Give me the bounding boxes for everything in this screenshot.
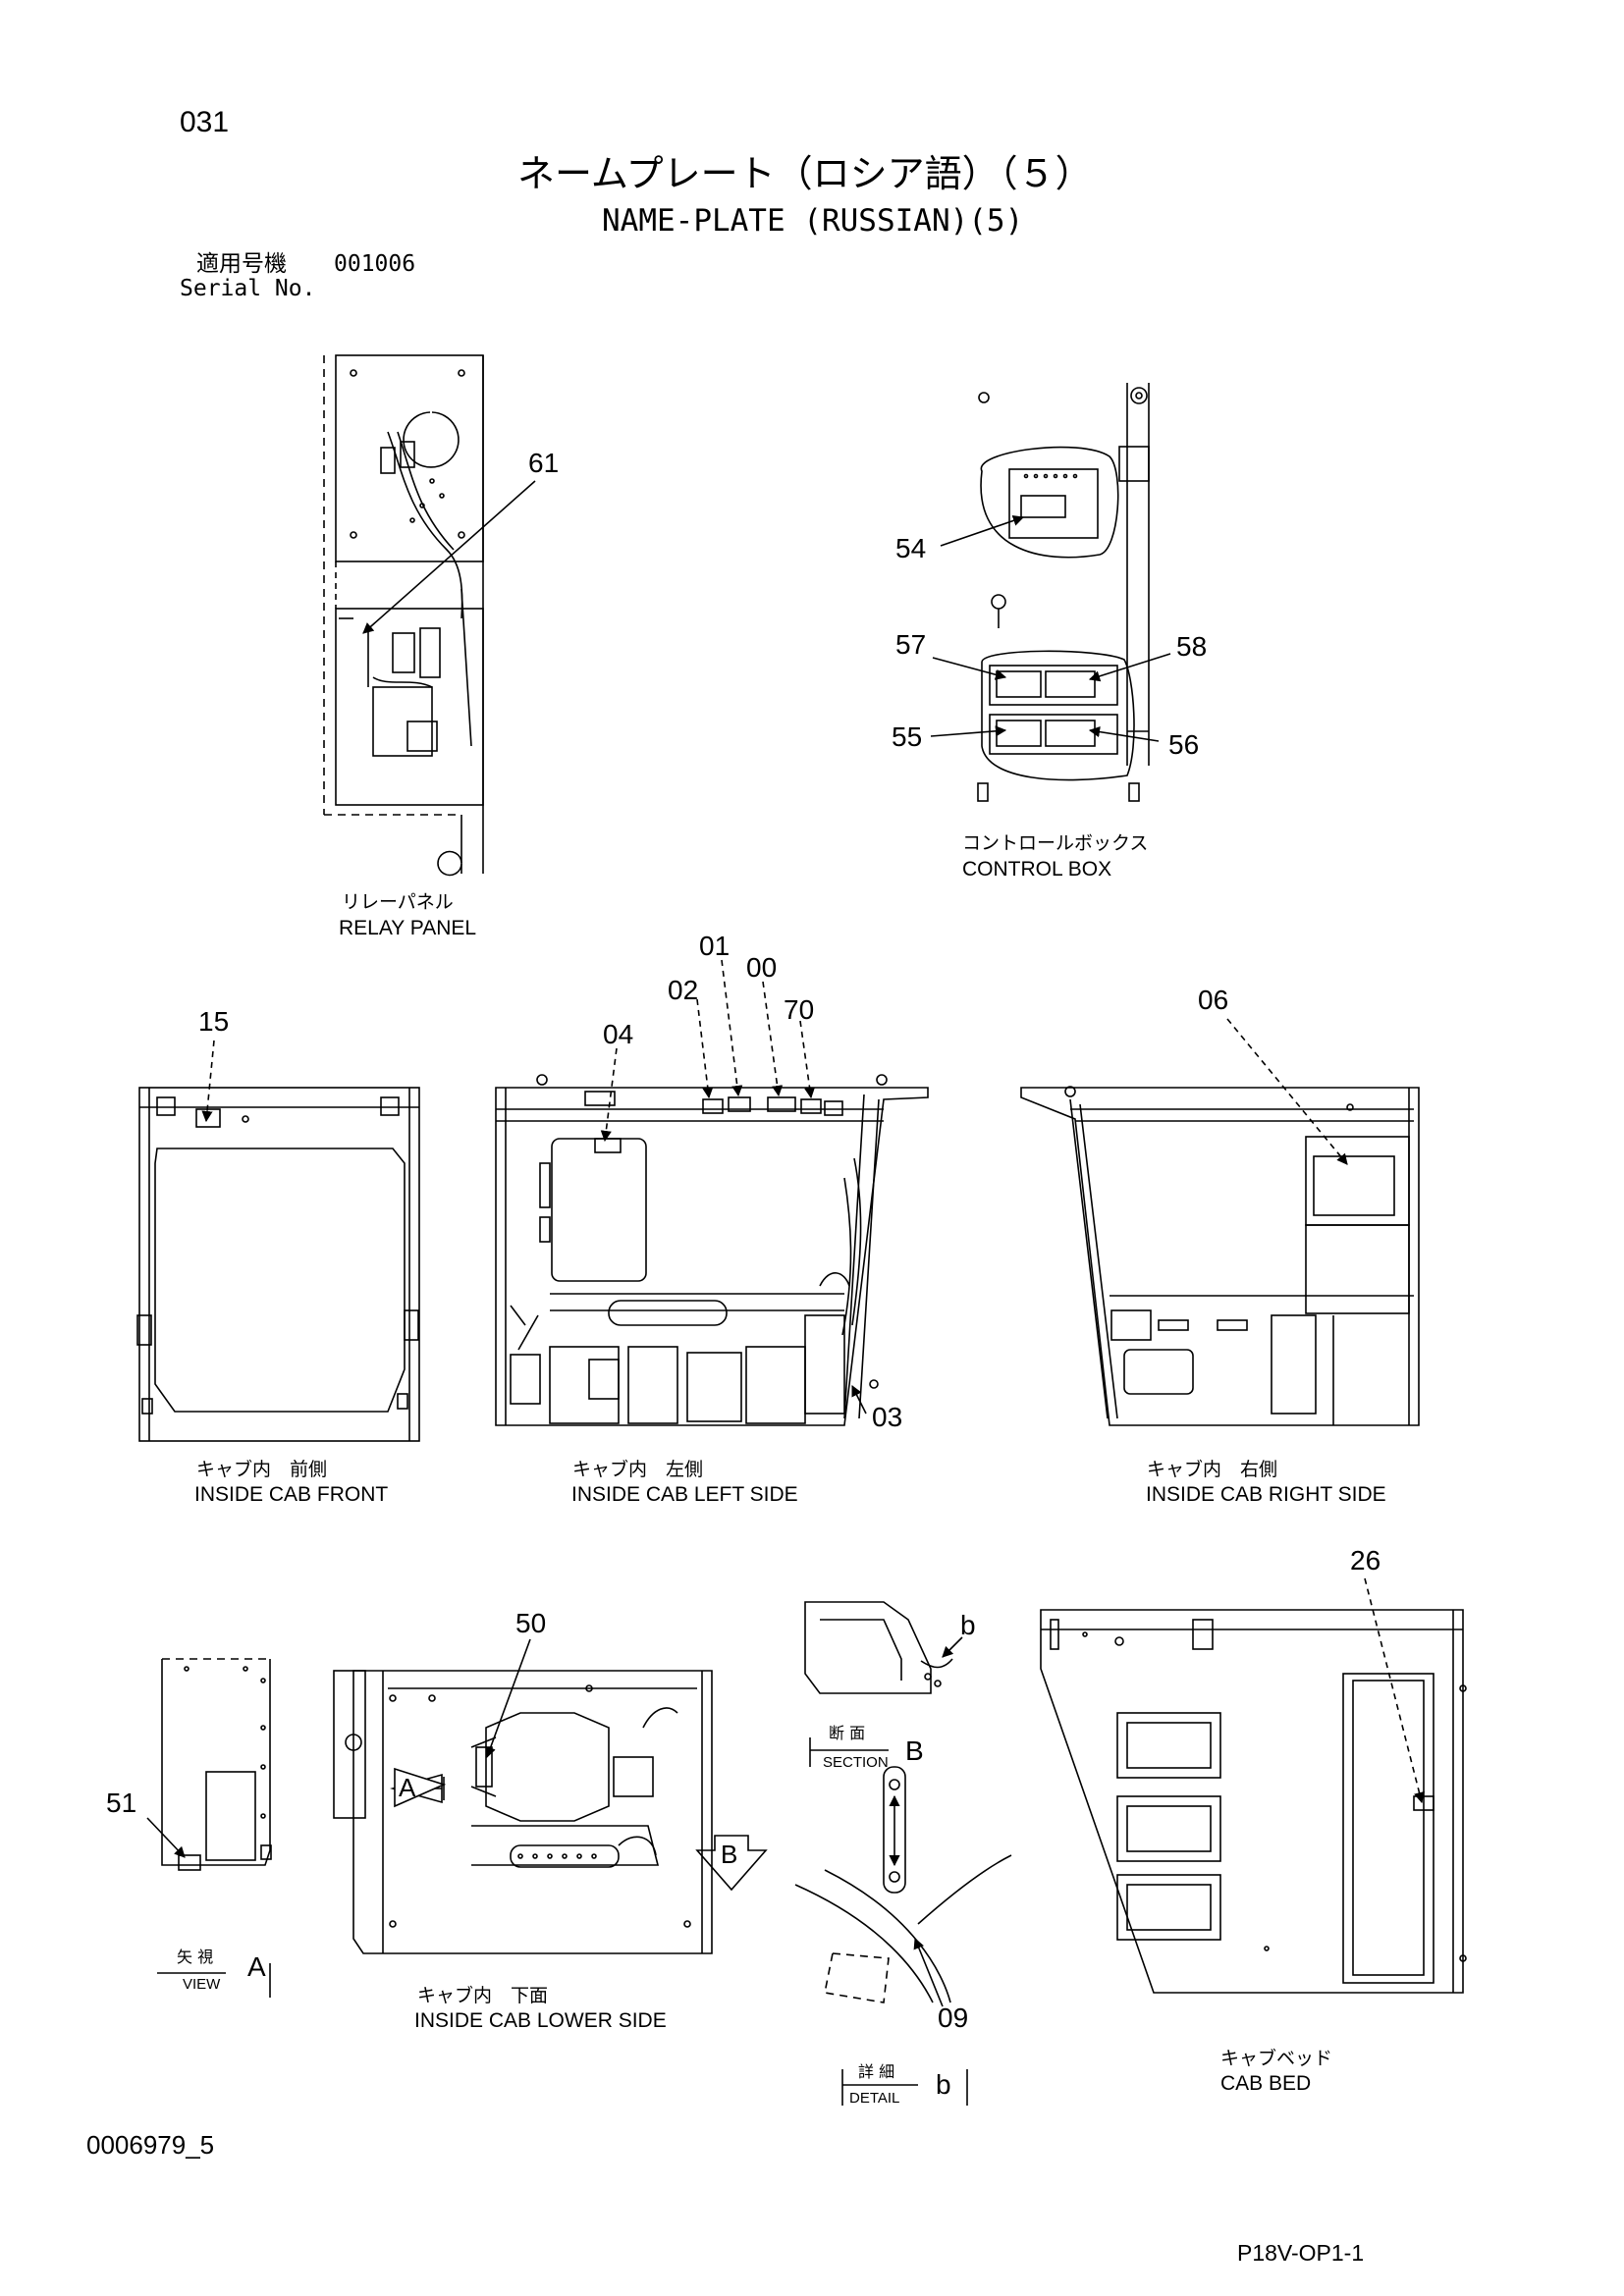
view-label-jp: 矢 視 (177, 1948, 214, 1966)
caption-cab-bed-en: CAB BED (1220, 2072, 1312, 2095)
callout-04: 04 (603, 1019, 634, 1049)
caption-cab-lower-jp: キャブ内 下面 (417, 1985, 549, 2006)
cab-bed-drawing (1040, 1609, 1467, 1994)
caption-cab-front-jp: キャブ内 前側 (196, 1459, 328, 1480)
callout-26: 26 (1350, 1545, 1381, 1575)
callout-09: 09 (938, 2002, 969, 2033)
caption-cab-right-en: INSIDE CAB RIGHT SIDE (1146, 1483, 1386, 1506)
view-label-en: VIEW (183, 1976, 221, 1993)
leader-70 (799, 1020, 816, 1099)
section-label-letter: B (905, 1735, 924, 1766)
view-a-drawing (161, 1658, 272, 1871)
cab-left-drawing (495, 1074, 929, 1426)
leader-15 (201, 1040, 215, 1123)
cab-lower-drawing (333, 1670, 713, 1954)
callout-03: 03 (872, 1402, 903, 1432)
callout-06: 06 (1198, 985, 1229, 1015)
callout-56: 56 (1168, 729, 1200, 760)
caption-control-box-en: CONTROL BOX (962, 858, 1112, 881)
callout-61: 61 (528, 448, 560, 478)
callout-00: 00 (746, 952, 778, 983)
serial-value: 001006 (334, 251, 416, 277)
detail-label-en: DETAIL (849, 2090, 900, 2107)
caption-relay-panel-jp: リレーパネル (342, 891, 454, 913)
serial-label-en: Serial No. (180, 276, 316, 301)
section-label-en: SECTION (823, 1754, 889, 1771)
caption-cab-front-en: INSIDE CAB FRONT (194, 1483, 389, 1506)
leader-56 (1088, 726, 1160, 742)
leader-26 (1364, 1577, 1425, 1804)
callout-15: 15 (198, 1006, 230, 1037)
detail-label-jp: 詳 細 (858, 2062, 895, 2081)
callout-50: 50 (515, 1608, 547, 1638)
callout-57: 57 (895, 629, 927, 660)
detail-b-drawing (794, 1766, 1012, 2003)
serial-label-jp: 適用号機 (196, 251, 287, 277)
leader-55 (930, 725, 1007, 737)
arrow-a-letter: A (399, 1773, 416, 1802)
leader-57 (932, 657, 1007, 680)
arrow-b-letter: B (721, 1840, 738, 1869)
leader-61 (362, 480, 536, 634)
cab-front-drawing (136, 1087, 420, 1442)
control-box-drawing (977, 383, 1150, 802)
caption-cab-bed-jp: キャブベッド (1220, 2048, 1333, 2069)
leader-06 (1226, 1018, 1348, 1165)
caption-cab-right-jp: キャブ内 右側 (1147, 1459, 1278, 1480)
leader-01 (721, 959, 743, 1097)
leader-04 (600, 1047, 618, 1143)
page-title-jp: ネームプレート（ロシア語）（５） (517, 152, 1093, 195)
caption-cab-left-en: INSIDE CAB LEFT SIDE (571, 1483, 798, 1506)
callout-55: 55 (892, 721, 923, 752)
leader-50 (485, 1638, 531, 1759)
caption-cab-left-jp: キャブ内 左側 (572, 1459, 704, 1480)
detail-label-letter: b (936, 2069, 951, 2100)
leader-51 (146, 1817, 186, 1858)
page-number: 031 (180, 106, 230, 138)
section-b-drawing (804, 1601, 953, 1694)
caption-relay-panel-en: RELAY PANEL (339, 917, 477, 939)
callout-58: 58 (1176, 631, 1208, 662)
leader-09 (913, 1937, 944, 2007)
view-label-letter: A (247, 1951, 266, 1982)
callout-01: 01 (699, 931, 731, 961)
leader-b (942, 1636, 963, 1658)
cab-right-drawing (1020, 1086, 1420, 1426)
leader-58 (1088, 653, 1171, 682)
leader-02 (696, 998, 714, 1099)
leader-54 (940, 514, 1025, 547)
callout-51: 51 (106, 1788, 137, 1818)
relay-panel-drawing (323, 354, 484, 877)
callout-b: b (960, 1610, 976, 1640)
leader-00 (762, 981, 784, 1097)
caption-cab-lower-en: INSIDE CAB LOWER SIDE (414, 2009, 667, 2032)
doc-code: 0006979_5 (86, 2130, 215, 2160)
callout-54: 54 (895, 533, 927, 563)
page-title-en: NAME-PLATE (RUSSIAN)(5) (602, 203, 1024, 239)
callout-70: 70 (784, 994, 815, 1025)
leader-03 (851, 1384, 867, 1415)
section-label-jp: 断 面 (829, 1724, 866, 1742)
arrow-b-shape (695, 1835, 768, 1892)
caption-control-box-jp: コントロールボックス (962, 832, 1149, 854)
sheet-code: P18V-OP1-1 (1237, 2240, 1365, 2266)
callout-02: 02 (668, 975, 699, 1005)
